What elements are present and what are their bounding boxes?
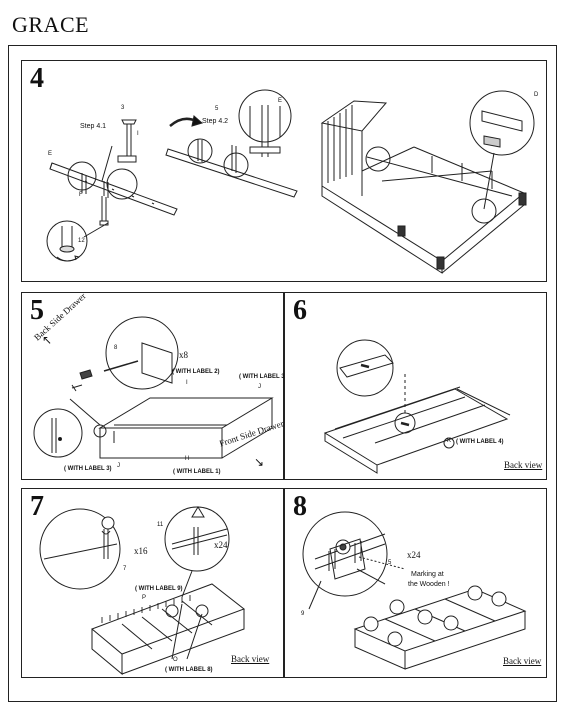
step-4-illustration [22,61,548,283]
quantity-x24: x24 [407,550,421,560]
quantity-x16: x16 [134,546,148,556]
back-view-label: Back view [231,654,270,664]
arrow-down-icon: ↘ [254,455,265,469]
step-6-illustration [285,293,548,481]
step-number: 8 [293,491,307,522]
quantity-label: x8 [179,350,188,360]
callout-7: 7 [123,566,127,572]
step-6-panel: 6 K ( WITH LABEL 4) Back view [284,292,547,480]
leg-detail [47,221,108,261]
label-2-tag: ( WITH LABEL 2) [172,369,220,375]
callout-o: O [173,657,178,663]
step-number: 6 [293,295,307,326]
step-4-1-detail [102,120,136,181]
label-9-tag: ( WITH LABEL 9) [135,586,183,592]
step-number: 5 [30,295,44,326]
callout-k: K [447,438,452,444]
step-7-panel: 7 x16 x24 7 11 P O ( WITH LABEL 9) ( WIT… [21,488,284,678]
back-view-label: Back view [504,460,543,470]
quantity-x24: x24 [214,540,228,550]
label-3-tag-right: ( WITH LABEL 3) [239,374,287,380]
callout-11: 11 [157,522,164,528]
back-view-label: Back view [503,656,542,666]
step-4-1-label: Step 4.1 [80,123,107,130]
step-8-panel: 8 x24 5 9 Marking at the Wooden ! Back v… [284,488,547,678]
center-rail [50,163,177,225]
step-4-2-rail [166,90,297,197]
callout-3: 3 [121,105,125,111]
callout-e: E [48,151,53,157]
label-4-tag: ( WITH LABEL 4) [456,439,504,445]
brand-title: GRACE [12,12,90,37]
page-frame [8,45,557,702]
callout-5: 5 [388,560,392,566]
label-1-tag: ( WITH LABEL 1) [173,469,221,475]
arrow-up-icon: ↖ [42,333,53,347]
label-8-tag: ( WITH LABEL 8) [165,667,213,673]
bed-frame [322,91,534,273]
callout-f: F [79,192,83,198]
callout-9: 9 [301,611,305,617]
marking-note-line2: the Wooden ! [408,581,450,588]
step-number: 7 [30,491,44,522]
callout-p: P [142,595,147,601]
callout-e2: E [278,98,283,104]
marking-note-line1: Marking at [411,571,444,578]
step-number: 4 [30,63,44,94]
step-5-illustration [22,293,285,481]
callout-5: 5 [215,106,219,112]
callout-h: H [185,456,190,462]
step-4-2-label: Step 4.2 [202,118,229,125]
label-3-tag-left: ( WITH LABEL 3) [64,466,112,472]
callout-j1: J [258,384,261,390]
step-7-illustration [22,489,285,679]
callout-12: 12 [78,238,85,244]
step-4-panel: 4 [21,60,547,282]
step-8-illustration [285,489,548,679]
callout-i: I [137,131,139,137]
callout-j2: J [117,463,120,469]
callout-i: I [186,380,188,386]
callout-d: D [534,92,539,98]
callout-8: 8 [114,345,118,351]
step-5-panel: 5 Back Side Drawer Front Side Drawer x8 … [21,291,287,481]
